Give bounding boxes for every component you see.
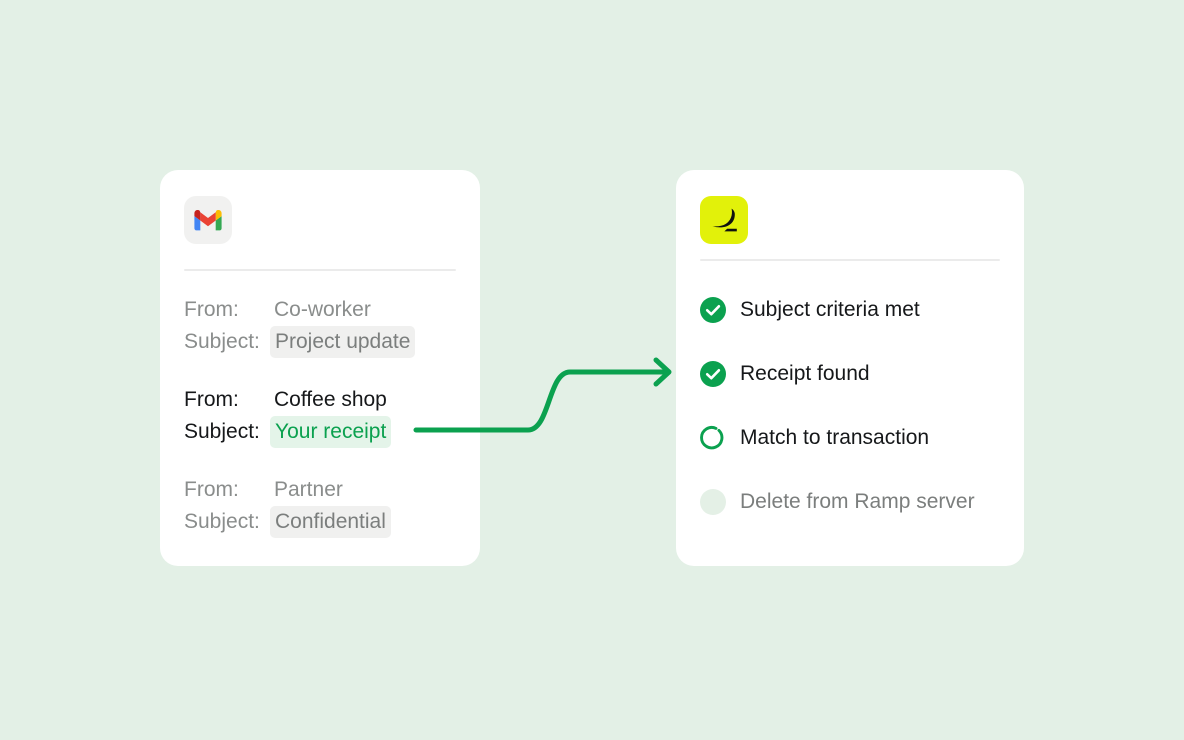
gmail-icon bbox=[194, 209, 222, 230]
checklist-item-receipt-found: Receipt found bbox=[700, 358, 1010, 390]
email-sender: Coffee shop bbox=[274, 388, 387, 411]
curved-arrow-icon bbox=[413, 357, 672, 433]
email-subject-highlighted: Your receipt bbox=[270, 416, 392, 448]
checklist: Subject criteria met Receipt found Match… bbox=[700, 294, 1010, 518]
gmail-icon-tile bbox=[184, 196, 232, 244]
email-subject-line: Subject: Confidential bbox=[184, 506, 460, 538]
checklist-item-delete-from-server: Delete from Ramp server bbox=[700, 486, 1010, 518]
ramp-icon-tile bbox=[700, 196, 748, 244]
email-from-line: From: Co-worker bbox=[184, 294, 460, 326]
checklist-item-label: Match to transaction bbox=[740, 426, 930, 449]
from-label: From: bbox=[184, 298, 239, 321]
email-row[interactable]: From: Partner Subject: Confidential bbox=[184, 474, 460, 538]
subject-label: Subject: bbox=[184, 510, 260, 533]
email-subject-line: Subject: Your receipt bbox=[184, 416, 460, 448]
checklist-item-label: Delete from Ramp server bbox=[740, 490, 975, 513]
empty-circle-icon bbox=[700, 489, 726, 515]
email-row-matched[interactable]: From: Coffee shop Subject: Your receipt bbox=[184, 384, 460, 448]
email-subject: Project update bbox=[270, 326, 416, 358]
ramp-logo-icon bbox=[712, 208, 737, 232]
spinner-icon bbox=[700, 426, 724, 450]
inbox-divider bbox=[184, 269, 456, 271]
subject-label: Subject: bbox=[184, 420, 260, 443]
from-label: From: bbox=[184, 478, 239, 501]
email-sender: Partner bbox=[274, 478, 343, 501]
check-circle-icon bbox=[700, 361, 726, 387]
email-subject-line: Subject: Project update bbox=[184, 326, 460, 358]
inbox-card: From: Co-worker Subject: Project update … bbox=[160, 170, 480, 566]
email-list: From: Co-worker Subject: Project update … bbox=[184, 294, 460, 538]
subject-label: Subject: bbox=[184, 330, 260, 353]
email-subject: Confidential bbox=[270, 506, 391, 538]
checklist-item-subject-criteria: Subject criteria met bbox=[700, 294, 1010, 326]
checklist-item-label: Receipt found bbox=[740, 362, 870, 385]
email-sender: Co-worker bbox=[274, 298, 371, 321]
from-label: From: bbox=[184, 388, 239, 411]
checklist-divider bbox=[700, 259, 1000, 261]
email-from-line: From: Partner bbox=[184, 474, 460, 506]
checklist-card: Subject criteria met Receipt found Match… bbox=[676, 170, 1024, 566]
email-row[interactable]: From: Co-worker Subject: Project update bbox=[184, 294, 460, 358]
checklist-item-match-transaction: Match to transaction bbox=[700, 422, 1010, 454]
checklist-item-label: Subject criteria met bbox=[740, 298, 920, 321]
check-circle-icon bbox=[700, 297, 726, 323]
email-from-line: From: Coffee shop bbox=[184, 384, 460, 416]
